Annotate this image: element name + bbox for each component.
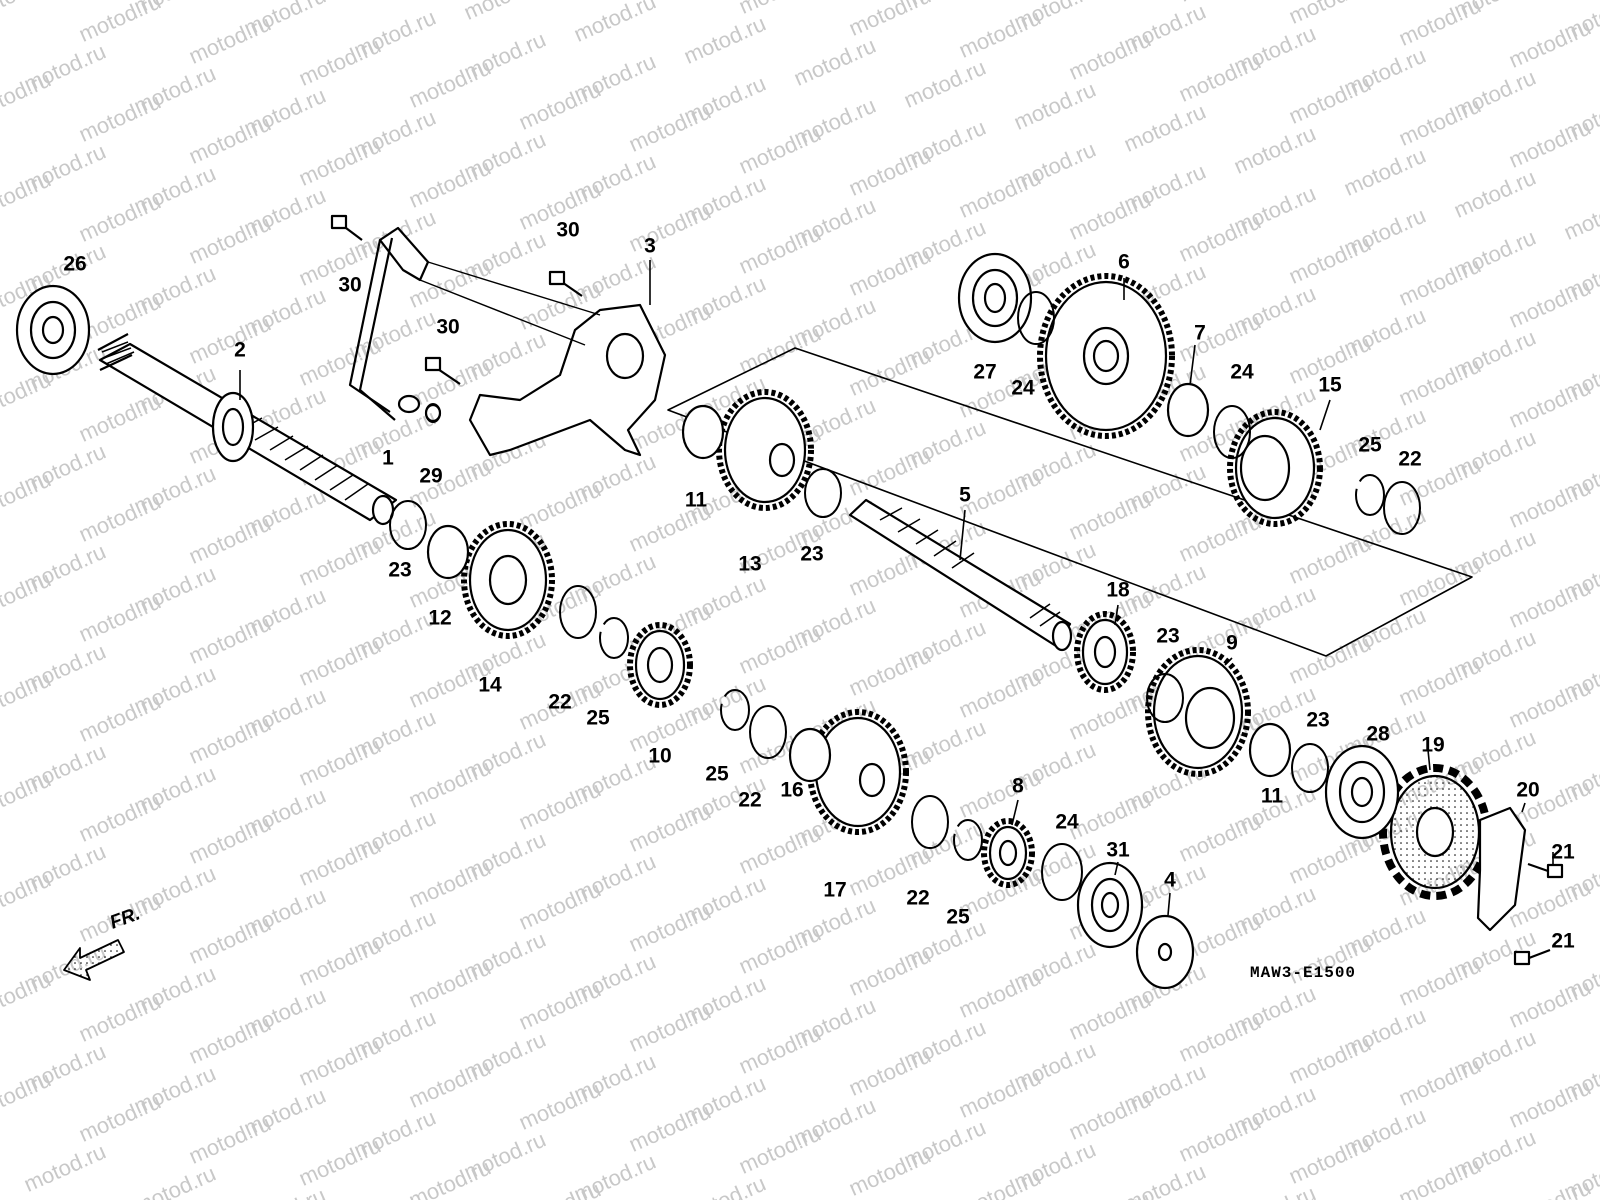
callout-number: 10 [648, 744, 672, 768]
fr-arrow [63, 939, 125, 981]
circlip-25a [599, 617, 629, 659]
washer-23b [804, 468, 842, 518]
circlip-25b [720, 689, 750, 731]
callout-number: 22 [738, 788, 762, 812]
bearing-31 [1076, 861, 1144, 949]
callout-number: 25 [946, 905, 970, 929]
washer-29 [425, 403, 441, 423]
callout-number: 3 [644, 234, 656, 258]
callout-number: 28 [1366, 722, 1390, 746]
callout-number: 26 [63, 252, 87, 276]
gear-6 [1037, 273, 1175, 439]
needle-bearing-16 [788, 727, 832, 783]
callout-number: 17 [823, 878, 847, 902]
circlip-25c [953, 819, 983, 861]
bearing-27 [957, 252, 1033, 344]
callout-number: 19 [1421, 733, 1445, 757]
needle-bearing-11a [681, 404, 725, 460]
callout-number: 6 [1118, 250, 1130, 274]
callout-number: 9 [1226, 631, 1238, 655]
gear-14 [461, 521, 555, 639]
callout-number: 4 [1164, 868, 1176, 892]
washer-22c [911, 795, 949, 849]
callout-number: 21 [1551, 929, 1575, 953]
cap-4 [1135, 914, 1195, 990]
callout-number: 29 [419, 464, 443, 488]
needle-bearing-12 [426, 524, 470, 580]
plate-20 [1476, 806, 1527, 932]
callout-number: 15 [1318, 373, 1342, 397]
gear-10 [627, 622, 693, 708]
bearing-28 [1324, 744, 1400, 840]
diagram-code: MAW3-E1500 [1250, 964, 1357, 982]
callout-number: 12 [428, 606, 452, 630]
callout-number: 11 [684, 488, 708, 512]
washer-22b [749, 705, 787, 759]
callout-number: 22 [548, 690, 572, 714]
callout-number: 30 [436, 315, 460, 339]
mainshaft-part [97, 333, 398, 526]
callout-number: 22 [1398, 447, 1422, 471]
callout-number: 23 [1306, 708, 1330, 732]
callout-number: 14 [478, 673, 502, 697]
gear-8 [981, 818, 1035, 888]
callout-number: 23 [800, 542, 824, 566]
callout-number: 1 [382, 446, 394, 470]
needle-bearing-11b [1248, 722, 1292, 778]
callout-number: 11 [1260, 784, 1284, 808]
callout-number: 31 [1106, 838, 1130, 862]
callout-number: 20 [1516, 778, 1540, 802]
callout-number: 18 [1106, 578, 1130, 602]
washer-24b [1213, 405, 1251, 459]
needle-bearing-7 [1166, 382, 1210, 438]
countershaft-group-outline [667, 347, 1473, 657]
callout-number: 5 [959, 483, 971, 507]
bolt-21a [1527, 862, 1564, 879]
gear-18 [1074, 611, 1136, 693]
callout-number: 23 [1156, 624, 1180, 648]
washer-24c [1041, 843, 1083, 901]
washer-22a [559, 585, 597, 639]
bolt-21b [1513, 948, 1551, 966]
callout-number: 13 [738, 552, 762, 576]
callout-number: 30 [556, 218, 580, 242]
callout-number: 24 [1011, 376, 1035, 400]
callout-number: 25 [586, 706, 610, 730]
callout-number: 23 [388, 558, 412, 582]
callout-number: 22 [906, 886, 930, 910]
bearing-26 [15, 284, 91, 376]
callout-number: 30 [338, 273, 362, 297]
washer-23a [389, 500, 427, 550]
washer-23d [1291, 743, 1329, 793]
callout-number: 24 [1230, 360, 1254, 384]
callout-number: 2 [234, 338, 246, 362]
circlip-25d [1355, 474, 1385, 516]
callout-number: 7 [1194, 321, 1206, 345]
bracket-assembly [330, 214, 667, 457]
washer-22d [1383, 481, 1421, 535]
callout-number: 25 [1358, 433, 1382, 457]
gear-13 [716, 389, 814, 511]
callout-number: 21 [1551, 840, 1575, 864]
callout-number: 24 [1055, 810, 1079, 834]
callout-number: 25 [705, 762, 729, 786]
countershaft-part [848, 498, 1073, 652]
gear-15 [1227, 409, 1323, 527]
washer-24a [1017, 291, 1055, 345]
callout-number: 8 [1012, 774, 1024, 798]
callout-number: 27 [973, 360, 997, 384]
callout-number: 16 [780, 778, 804, 802]
gear-9 [1145, 647, 1251, 777]
washer-23c [1146, 673, 1184, 723]
